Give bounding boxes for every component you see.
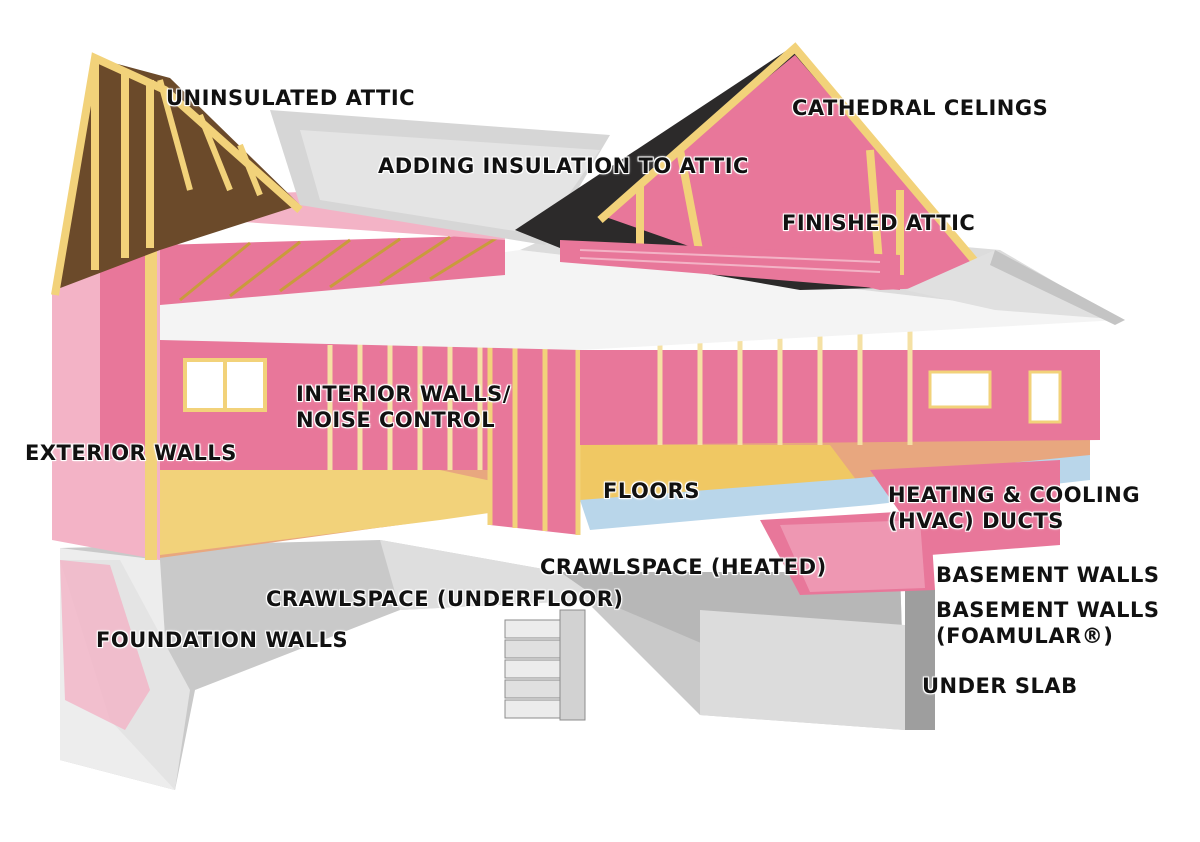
label-hvac-ducts: HEATING & COOLING (HVAC) DUCTS [888,483,1141,533]
label-foundation-walls: FOUNDATION WALLS [96,628,349,652]
right-gable [515,42,999,290]
right-room-walls [580,318,1100,445]
label-under-slab: UNDER SLAB [922,674,1078,698]
label-basement-walls-foamular: BASEMENT WALLS (FOAMULAR®) [936,598,1160,648]
right-roof [905,250,1125,325]
left-gable-truss [51,52,303,296]
label-interior-walls: INTERIOR WALLS/ NOISE CONTROL [296,382,511,432]
basement-walls [760,510,935,595]
label-crawlspace-heated: CRAWLSPACE (HEATED) [540,555,827,579]
exterior-wall [52,240,160,560]
label-cathedral-ceilings: CATHEDRAL CELINGS [792,96,1049,120]
left-roof [270,110,610,245]
label-crawlspace-underfloor: CRAWLSPACE (UNDERFLOOR) [266,587,624,611]
label-floors: FLOORS [603,479,700,503]
label-finished-attic: FINISHED ATTIC [782,211,976,235]
label-basement-walls: BASEMENT WALLS [936,563,1160,587]
label-uninsulated-attic: UNINSULATED ATTIC [166,86,416,110]
label-adding-insulation-attic: ADDING INSULATION TO ATTIC [378,154,749,178]
label-exterior-walls: EXTERIOR WALLS [25,441,237,465]
foundation [60,540,935,790]
